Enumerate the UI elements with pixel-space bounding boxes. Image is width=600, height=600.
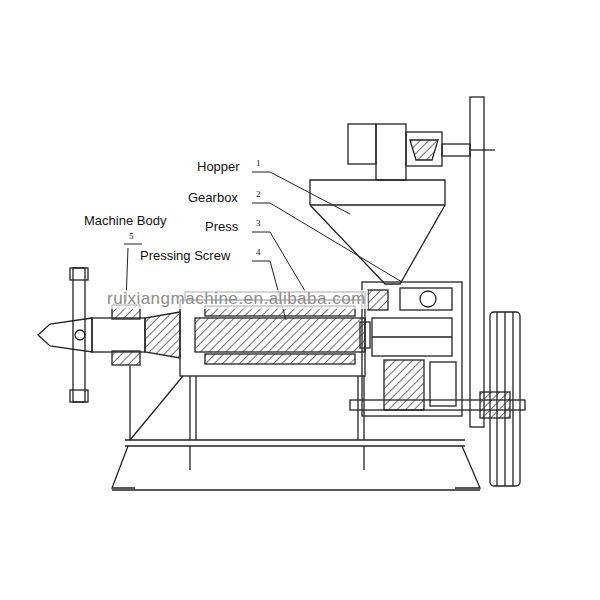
watermark: ruixiangmachine.en.alibaba.com [105, 290, 368, 309]
part-name: Press [205, 220, 238, 234]
part-name: Pressing Screw [140, 249, 230, 263]
part-name: Machine Body [84, 214, 166, 228]
part-name: Hopper [197, 160, 240, 174]
callout-number: 2 [256, 190, 261, 200]
callout-number: 3 [256, 219, 261, 229]
callout-number: 1 [256, 159, 261, 169]
callout-number: 5 [129, 232, 134, 242]
callout-number: 4 [256, 248, 261, 258]
part-name: Gearbox [188, 191, 238, 205]
